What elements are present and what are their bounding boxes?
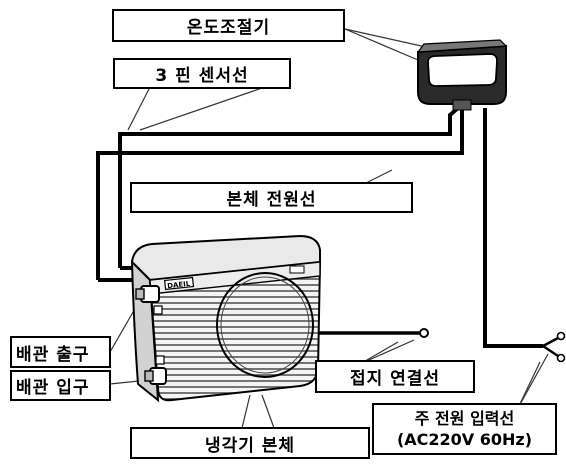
plug-pin-bottom-icon <box>556 353 566 363</box>
power-plug <box>542 336 559 358</box>
pipe-outlet-label: 배관 출구 <box>10 336 111 368</box>
body-leader-1 <box>241 394 251 429</box>
body-power-cable <box>118 106 460 268</box>
ground-line-label: 접지 연결선 <box>315 360 475 393</box>
badge <box>289 265 305 274</box>
sensor-line-label: 3 핀 센서선 <box>113 58 291 89</box>
body-power-line-label: 본체 전원선 <box>130 182 413 213</box>
thermostat-label: 온도조절기 <box>112 9 345 42</box>
ground-terminal <box>419 328 429 338</box>
sensor-leader-2 <box>139 86 266 131</box>
body-leader-2 <box>261 394 275 429</box>
main-power-spec-text: (AC220V 60Hz) <box>396 430 533 449</box>
thermostat-icon <box>416 39 508 111</box>
fan-icon <box>216 272 314 378</box>
sensor-leader-1 <box>127 86 151 131</box>
plug-prong-bottom <box>542 344 559 358</box>
thermostat-leader-1 <box>344 28 419 61</box>
pipe-inlet-label: 배관 입구 <box>10 370 111 401</box>
main-power-line-label: 주 전원 입력선 (AC220V 60Hz) <box>372 403 557 455</box>
main-power-line-text: 주 전원 입력선 <box>414 409 515 428</box>
cables <box>96 106 543 348</box>
plug-pin-top-icon <box>556 331 566 341</box>
brand-logo: DAEIL <box>167 280 191 290</box>
chiller-unit-icon: DAEIL <box>130 234 322 403</box>
sensor-cable <box>96 110 464 280</box>
main-power-leader-2 <box>517 353 549 409</box>
main-power-cable <box>483 108 543 348</box>
plug-prong-top <box>542 336 559 348</box>
chiller-body-label: 냉각기 본체 <box>130 427 370 459</box>
